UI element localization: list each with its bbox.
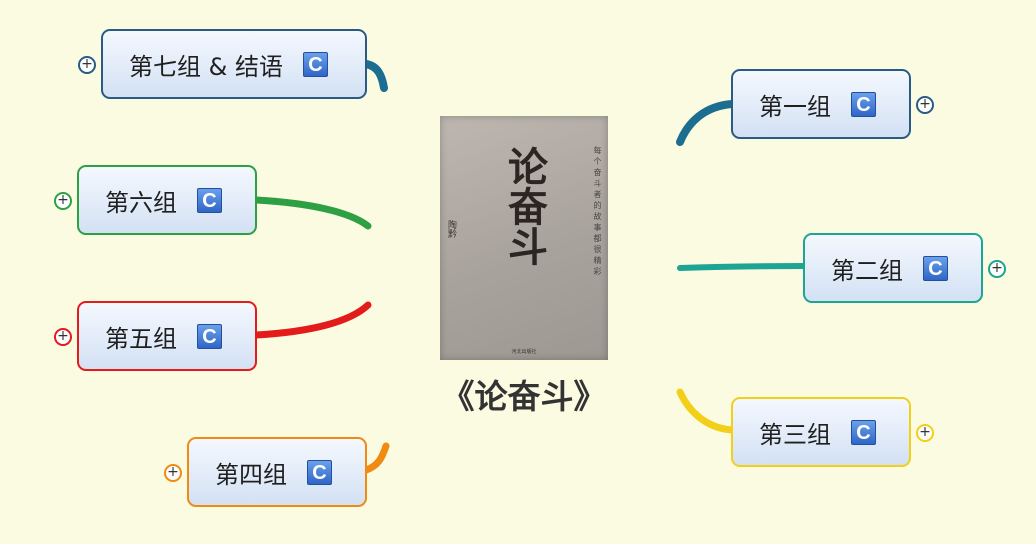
topic-label: 第七组 & 结语 <box>129 52 283 81</box>
topic-group-5[interactable]: 第五组 C <box>77 301 257 371</box>
c-marker-icon[interactable]: C <box>851 91 876 117</box>
expand-topic-5-button[interactable]: + <box>54 328 72 346</box>
connector-topic-2 <box>677 263 807 271</box>
connector-topic-5 <box>252 301 372 339</box>
topic-group-1[interactable]: 第一组 C <box>731 69 911 139</box>
expand-topic-6-button[interactable]: + <box>54 192 72 210</box>
book-cover-publisher: 河北出版社 <box>511 349 537 355</box>
topic-group-4[interactable]: 第四组 C <box>187 437 367 507</box>
topic-label: 第一组 <box>759 92 831 121</box>
expand-topic-7-button[interactable]: + <box>78 56 96 74</box>
c-marker-icon[interactable]: C <box>197 187 222 213</box>
topic-label: 第六组 <box>105 188 177 217</box>
book-cover-tagline: 每个奋斗者的故事都很精彩 <box>593 146 602 278</box>
expand-topic-3-button[interactable]: + <box>916 424 934 442</box>
c-marker-icon[interactable]: C <box>307 459 332 485</box>
topic-label: 第二组 <box>831 256 903 285</box>
book-cover-title: 论奋斗 <box>501 146 548 266</box>
central-topic-title[interactable]: 《论奋斗》 <box>441 377 607 416</box>
book-cover-image[interactable]: 论奋斗 陶黔 每个奋斗者的故事都很精彩 河北出版社 <box>440 116 608 360</box>
c-marker-icon[interactable]: C <box>302 51 328 77</box>
connector-topic-1 <box>676 100 736 146</box>
connector-topic-6 <box>252 196 372 230</box>
c-marker-icon[interactable]: C <box>197 323 222 349</box>
topic-label: 第四组 <box>215 460 287 489</box>
topic-label: 第五组 <box>105 324 177 353</box>
expand-topic-2-button[interactable]: + <box>988 260 1006 278</box>
c-marker-icon[interactable]: C <box>851 419 876 445</box>
connector-topic-7 <box>362 60 388 92</box>
c-marker-icon[interactable]: C <box>923 255 948 281</box>
connector-topic-4 <box>362 442 390 474</box>
topic-group-7[interactable]: 第七组 & 结语 C <box>101 29 367 99</box>
book-cover-author: 陶黔 <box>446 220 456 238</box>
topic-group-6[interactable]: 第六组 C <box>77 165 257 235</box>
topic-label: 第三组 <box>759 420 831 449</box>
topic-group-2[interactable]: 第二组 C <box>803 233 983 303</box>
expand-topic-4-button[interactable]: + <box>164 464 182 482</box>
connector-topic-3 <box>676 388 736 434</box>
topic-group-3[interactable]: 第三组 C <box>731 397 911 467</box>
expand-topic-1-button[interactable]: + <box>916 96 934 114</box>
